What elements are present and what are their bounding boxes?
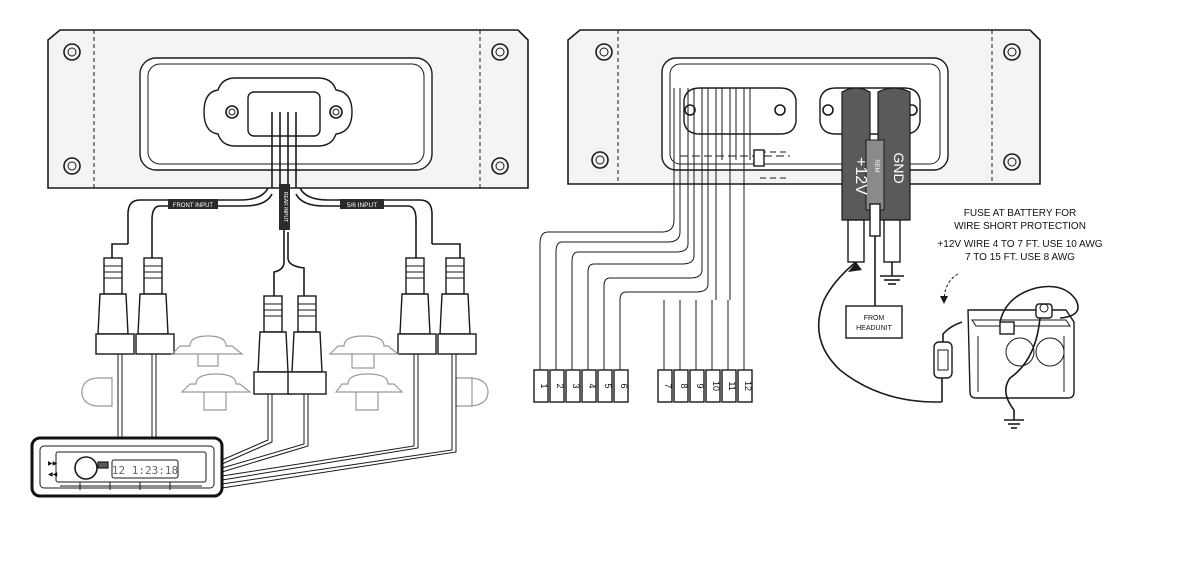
svg-text:6: 6 bbox=[619, 383, 629, 388]
inline-fuse-icon bbox=[933, 321, 963, 379]
rca-plug-icon bbox=[287, 295, 327, 395]
speaker-wire-terminal: 5 bbox=[597, 369, 613, 403]
battery-icon bbox=[967, 285, 1079, 411]
rear-input-label: REAR INPUT bbox=[282, 192, 288, 222]
svg-text:3: 3 bbox=[571, 383, 581, 388]
speaker-wire-terminal: 11 bbox=[721, 369, 737, 403]
rca-plug-icon bbox=[397, 257, 437, 355]
rca-plug-icon bbox=[253, 295, 293, 395]
ground-symbol-icon bbox=[880, 262, 904, 285]
svg-text:5: 5 bbox=[603, 383, 613, 388]
svg-text:+12V WIRE 4 TO 7 FT. USE 10 AW: +12V WIRE 4 TO 7 FT. USE 10 AWG bbox=[937, 239, 1102, 250]
speaker-wire-terminal: 6 bbox=[613, 369, 629, 403]
rca-to-headunit-wires bbox=[117, 354, 457, 489]
speaker-wire-bundle bbox=[539, 88, 790, 370]
svg-text:7 TO 15 FT. USE 8 AWG: 7 TO 15 FT. USE 8 AWG bbox=[965, 252, 1075, 263]
prev-icon: ◀◀ bbox=[48, 472, 58, 478]
front-input-label: FRONT INPUT bbox=[173, 203, 214, 209]
speaker-wire-terminal: 9 bbox=[689, 369, 705, 403]
svg-text:HEADUNIT: HEADUNIT bbox=[856, 325, 893, 332]
svg-text:4: 4 bbox=[587, 383, 597, 388]
gnd-label: GND bbox=[891, 152, 907, 183]
speaker-wire-terminal: 8 bbox=[673, 369, 689, 403]
speaker-wire-terminal: 1 bbox=[533, 369, 549, 403]
input-56-label: 5/6 INPUT bbox=[347, 202, 377, 209]
play-icon: ▶▶ bbox=[48, 461, 58, 467]
mount-screw-icon bbox=[63, 43, 509, 175]
speaker-wire-terminal: 3 bbox=[565, 369, 581, 403]
svg-text:11: 11 bbox=[727, 381, 737, 390]
svg-text:WIRE SHORT PROTECTION: WIRE SHORT PROTECTION bbox=[954, 221, 1086, 232]
rem-label: REM bbox=[873, 159, 879, 172]
svg-text:8: 8 bbox=[679, 383, 689, 388]
battery-ground-icon bbox=[1004, 410, 1024, 429]
input-label-tags: FRONT INPUT 5/6 INPUT REAR INPUT bbox=[168, 184, 384, 230]
plus12v-label: +12V bbox=[852, 157, 869, 195]
svg-text:7: 7 bbox=[663, 383, 673, 388]
right-amplifier bbox=[567, 29, 1041, 185]
volume-knob-icon bbox=[74, 456, 98, 480]
from-headunit-box: FROM HEADUNIT bbox=[845, 305, 903, 339]
svg-text:2: 2 bbox=[555, 383, 565, 388]
mount-screw-icon bbox=[591, 43, 1021, 171]
speaker-terminals: 1 2 3 4 5 6 7 8 9 10 11 12 bbox=[533, 369, 753, 403]
svg-text:FROM: FROM bbox=[864, 315, 885, 322]
speaker-wire-terminal: 12 bbox=[737, 369, 753, 403]
left-amplifier bbox=[47, 29, 529, 189]
speaker-wire-terminal: 4 bbox=[581, 369, 597, 403]
svg-text:10: 10 bbox=[711, 381, 721, 391]
svg-text:9: 9 bbox=[695, 383, 705, 388]
rca-plugs bbox=[95, 257, 477, 395]
speaker-wire-terminal: 7 bbox=[657, 369, 673, 403]
rca-plug-icon bbox=[95, 257, 135, 355]
headunit-display: 12 1:23:18 bbox=[112, 464, 178, 477]
svg-text:12: 12 bbox=[743, 381, 753, 391]
head-unit: 12 1:23:18 ▶▶ ◀◀ bbox=[30, 436, 224, 498]
speaker-wire-terminal: 2 bbox=[549, 369, 565, 403]
speaker-wire-terminal: 10 bbox=[705, 369, 721, 403]
power-wire bbox=[817, 261, 943, 403]
svg-text:1: 1 bbox=[539, 383, 549, 388]
power-terminals: +12V REM GND bbox=[841, 87, 911, 263]
svg-text:FUSE AT BATTERY FOR: FUSE AT BATTERY FOR bbox=[964, 208, 1076, 219]
rca-jack-icons bbox=[81, 335, 489, 411]
fuse-note: FUSE AT BATTERY FOR WIRE SHORT PROTECTIO… bbox=[937, 208, 1102, 263]
rca-plug-icon bbox=[437, 257, 477, 355]
rca-plug-icon bbox=[135, 257, 175, 355]
pointer-arrow-icon bbox=[943, 273, 959, 303]
